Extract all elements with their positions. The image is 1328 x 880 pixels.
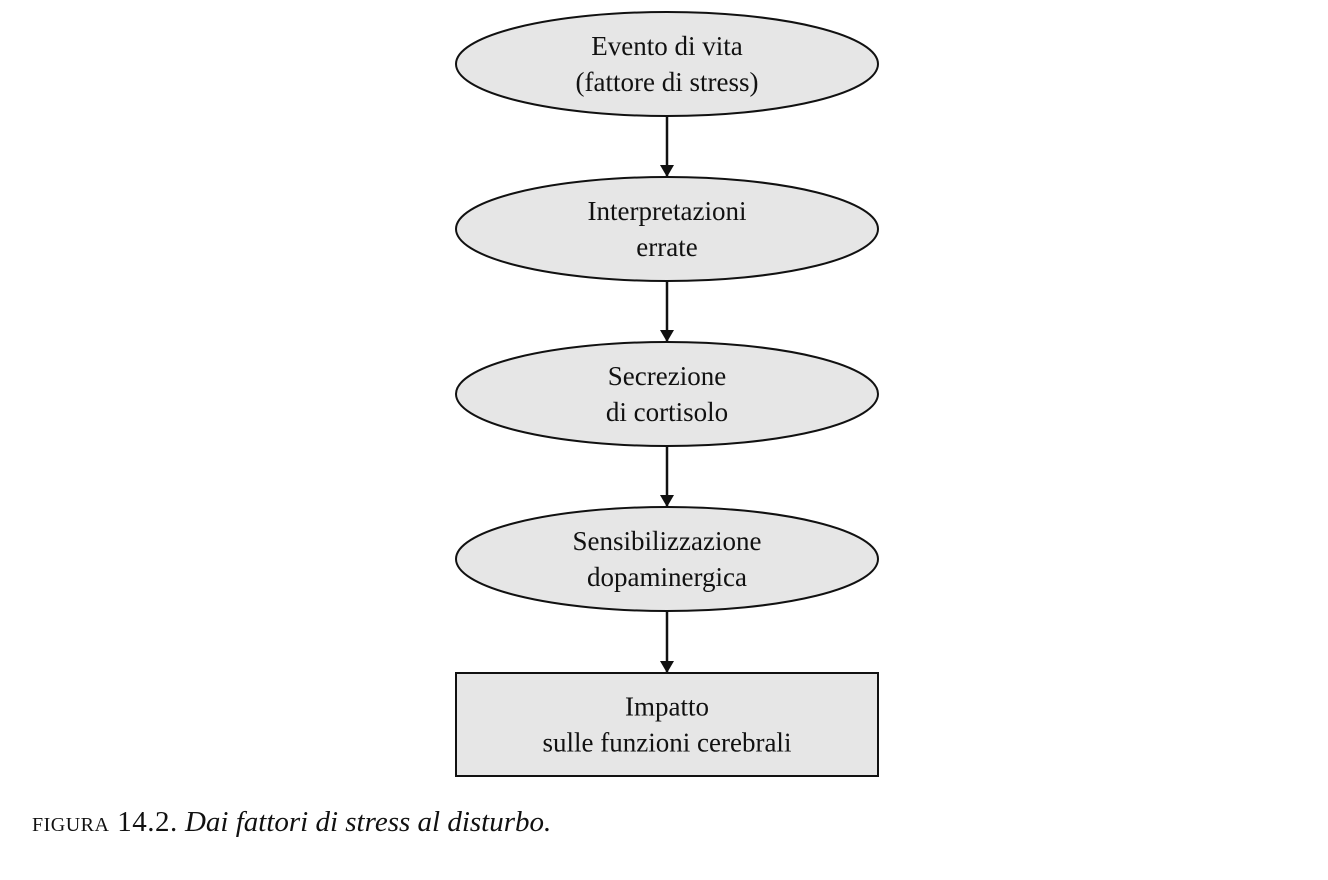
node-label-line: Sensibilizzazione (573, 526, 762, 556)
node-dopaminergic-sensitization: Sensibilizzazione dopaminergica (455, 506, 879, 612)
node-label-line: sulle funzioni cerebrali (543, 728, 792, 758)
node-label-line: Secrezione (608, 361, 726, 391)
node-cortisol-secretion: Secrezione di cortisolo (455, 341, 879, 447)
figure-title: Dai fattori di stress al disturbo. (184, 806, 552, 838)
node-ellipse (455, 176, 879, 282)
figure-label: figura 14.2. (32, 806, 178, 838)
node-label-line: (fattore di stress) (576, 67, 759, 97)
figure-caption: figura 14.2. Dai fattori di stress al di… (32, 806, 551, 839)
node-label-line: di cortisolo (606, 397, 728, 427)
node-ellipse (455, 341, 879, 447)
node-label-line: Impatto (625, 692, 709, 722)
node-box (455, 672, 879, 777)
node-label-line: Interpretazioni (588, 196, 747, 226)
node-label-line: Evento di vita (591, 31, 742, 61)
node-ellipse (455, 506, 879, 612)
node-label-line: errate (636, 232, 697, 262)
node-label-line: dopaminergica (587, 562, 747, 592)
node-ellipse (455, 11, 879, 117)
node-life-event: Evento di vita (fattore di stress) (455, 11, 879, 117)
node-misinterpretations: Interpretazioni errate (455, 176, 879, 282)
node-brain-impact: Impatto sulle funzioni cerebrali (455, 672, 879, 777)
